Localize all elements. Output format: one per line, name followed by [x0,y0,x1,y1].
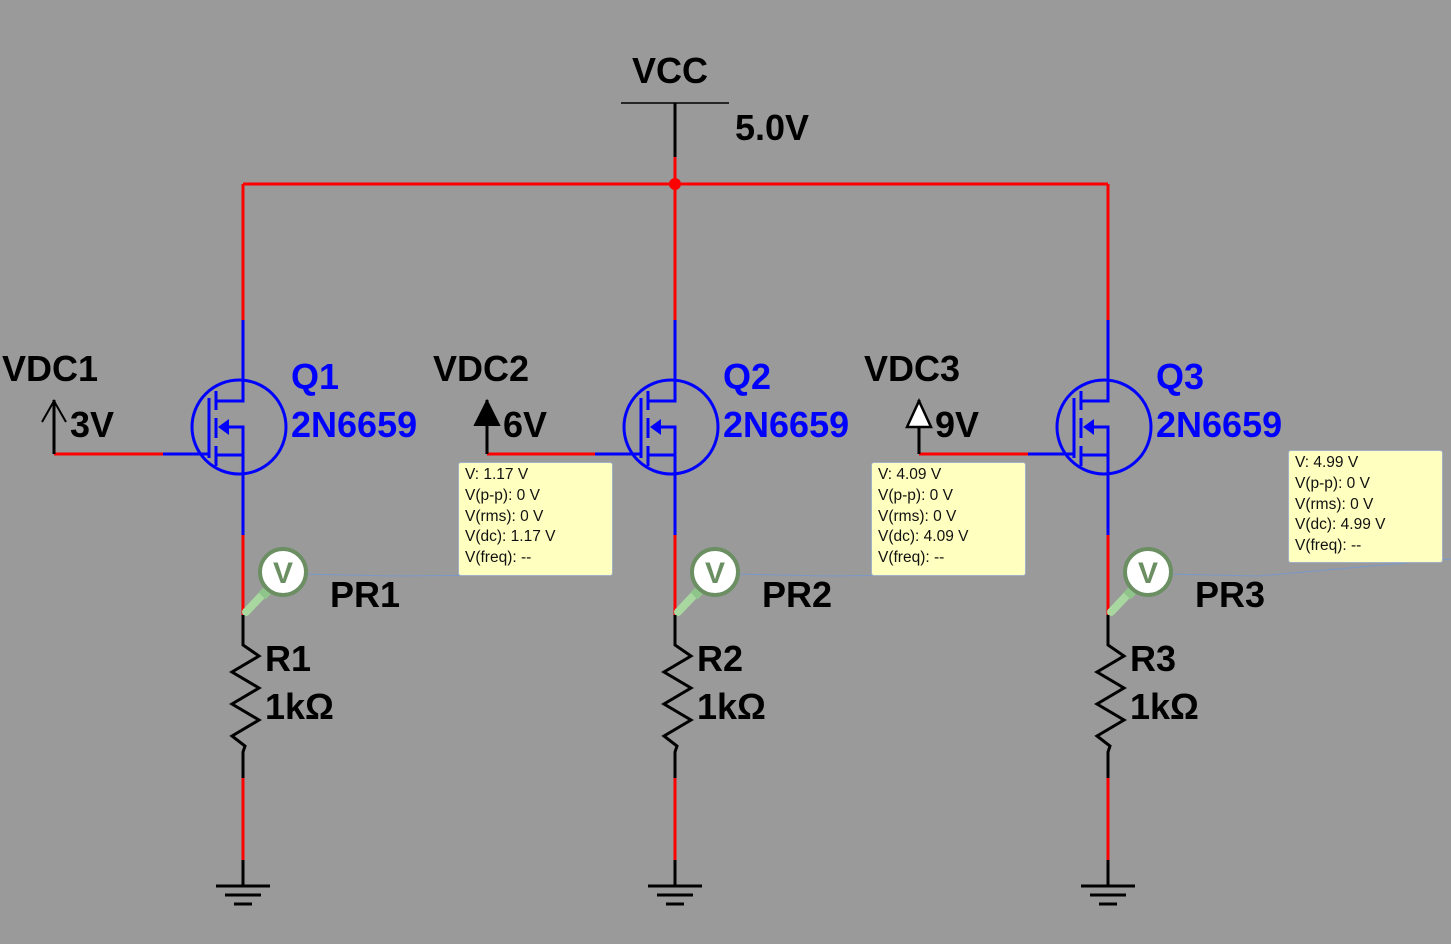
mosfet-q3[interactable]: Q3 2N6659 [1026,356,1282,476]
probe-name: PR2 [762,574,832,615]
dc-source-vdc1[interactable]: VDC1 3V [2,348,114,454]
arrow-icon [218,419,229,435]
probe-reading: V(dc): 1.17 V [465,528,556,546]
probe-glyph: V [1138,557,1158,590]
voltmeter-icon [690,547,740,597]
ground-icon [648,884,702,906]
vcc-label: VCC [632,50,708,91]
transistor-ref: Q2 [723,356,771,397]
filled-arrow-icon [473,398,501,426]
resistor-ref: R1 [265,638,311,679]
transistor-model: 2N6659 [723,404,849,445]
transistor-model: 2N6659 [1156,404,1282,445]
probe-glyph: V [705,557,725,590]
probe-reading: V: 4.09 V [878,466,942,483]
ground-icon [1081,884,1135,906]
probe-reading: V(p-p): 0 V [1295,474,1370,492]
probe-glyph: V [273,557,293,590]
arrow-icon [1083,419,1094,435]
resistor-zigzag-icon [661,615,694,778]
arrow-icon [650,419,661,435]
ground-icon [216,884,270,906]
probe-leader-line [1163,558,1451,577]
probe-reading: V(dc): 4.99 V [1295,516,1386,534]
mosfet-q2[interactable]: Q2 2N6659 [593,356,849,476]
transistor-ref: Q3 [1156,356,1204,397]
resistor-value: 1kΩ [265,686,334,727]
source-value: 3V [70,404,114,445]
probe-reading: V(rms): 0 V [465,507,544,525]
probe-reading: V(freq): -- [878,549,945,567]
resistor-ref: R3 [1130,638,1176,679]
probe-readout-pr2: V: 4.09 V V(p-p): 0 V V(rms): 0 V V(dc): 4.… [871,462,1026,576]
body-terminal [1088,425,1110,475]
probe-readout-pr3: V: 4.99 V V(p-p): 0 V V(rms): 0 V V(dc): 4.… [1288,450,1443,563]
source-value: 9V [935,404,979,445]
open-arrow-icon [41,398,67,423]
probe-reading: V(rms): 0 V [878,507,957,525]
probe-reading: V(freq): -- [465,549,532,567]
mosfet-q1[interactable]: Q1 2N6659 [161,356,417,476]
probe-pr3[interactable]: V PR3 [1107,547,1451,616]
source-name: VDC2 [433,348,529,389]
body-terminal [655,425,677,475]
resistor-value: 1kΩ [697,686,766,727]
probe-reading: V(dc): 4.09 V [878,528,969,546]
dc-source-vdc2[interactable]: VDC2 6V [433,348,547,454]
vcc-supply[interactable]: VCC 5.0V [621,50,809,157]
hollow-arrow-icon [905,398,933,429]
transistor-ref: Q1 [291,356,339,397]
probe-reading: V: 4.99 V [1295,454,1359,471]
probe-reading: V(freq): -- [1295,537,1362,555]
mosfet-body-icon [1055,378,1153,476]
voltmeter-icon [1123,547,1173,597]
voltmeter-icon [258,547,308,597]
probe-reading: V(rms): 0 V [1295,495,1374,513]
drain-terminal [1081,380,1110,403]
probe-name: PR1 [330,574,400,615]
body-terminal [223,425,245,475]
dc-source-vdc3[interactable]: VDC3 9V [864,348,979,454]
source-value: 6V [503,404,547,445]
mosfet-body-icon [190,378,288,476]
probe-reading: V: 1.17 V [465,466,529,483]
resistor-ref: R2 [697,638,743,679]
source-name: VDC3 [864,348,960,389]
drain-terminal [648,380,677,403]
probe-reading: V(p-p): 0 V [878,486,953,504]
resistor-value: 1kΩ [1130,686,1199,727]
resistor-zigzag-icon [229,615,262,778]
transistor-model: 2N6659 [291,404,417,445]
resistor-zigzag-icon [1094,615,1127,778]
probe-name: PR3 [1195,574,1265,615]
source-name: VDC1 [2,348,98,389]
vcc-value: 5.0V [735,107,809,148]
drain-terminal [216,380,245,403]
probe-readout-pr1: V: 1.17 V V(p-p): 0 V V(rms): 0 V V(dc): 1.… [458,462,613,576]
mosfet-body-icon [622,378,720,476]
probe-reading: V(p-p): 0 V [465,486,540,504]
